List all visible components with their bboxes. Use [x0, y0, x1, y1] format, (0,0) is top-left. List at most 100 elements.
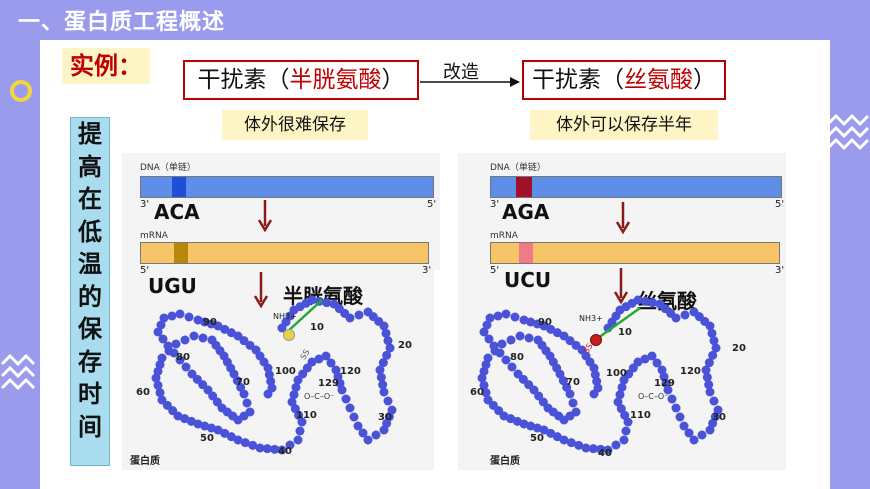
- protein-bead: [184, 312, 194, 322]
- protein-bead: [675, 412, 685, 422]
- protein-bead: [680, 310, 690, 320]
- right-mrna-codon: UCU: [504, 268, 552, 292]
- protein-bead: [603, 445, 613, 455]
- protein-bead: [657, 365, 667, 375]
- protein-bead: [589, 389, 599, 399]
- protein-bead: [371, 430, 381, 440]
- left-carboxyl: O–C–O⁻: [304, 392, 335, 401]
- protein-bead: [497, 339, 507, 349]
- left-translate-arrow-icon: [253, 272, 269, 309]
- protein-bead: [701, 365, 711, 375]
- right-transcribe-arrow-icon: [615, 202, 631, 235]
- protein-bead: [379, 321, 389, 331]
- protein-bead: [326, 358, 336, 368]
- left-highlight-residue: [283, 329, 295, 341]
- right-mrna-codon-mark: [519, 243, 533, 263]
- protein-bead: [379, 387, 389, 397]
- right-pointer-line: [597, 306, 641, 340]
- protein-bead: [671, 403, 681, 413]
- left-num-30: 30: [378, 412, 392, 423]
- protein-bead: [539, 321, 549, 331]
- protein-bead: [358, 428, 368, 438]
- right-protein-label: 蛋白质: [490, 456, 520, 467]
- protein-bead: [709, 336, 719, 346]
- left-mrna-codon-mark: [174, 243, 188, 263]
- vertical-char: 在: [78, 185, 102, 213]
- protein-bead: [611, 440, 621, 450]
- protein-bead: [615, 390, 625, 400]
- protein-bead: [255, 443, 265, 453]
- protein-bead: [287, 397, 297, 407]
- protein-bead: [483, 353, 493, 363]
- right-box-highlight: 丝氨酸: [624, 67, 693, 93]
- protein-bead: [483, 395, 493, 405]
- protein-bead: [233, 435, 243, 445]
- decor-zigzag-left: [0, 353, 36, 391]
- protein-bead: [295, 426, 305, 436]
- left-dna-3prime: 3': [140, 199, 150, 210]
- decor-zigzag-right: [826, 113, 870, 151]
- right-num-90: 90: [538, 317, 552, 328]
- protein-bead: [345, 313, 355, 323]
- protein-bead: [489, 341, 499, 351]
- protein-bead: [616, 404, 626, 414]
- left-mrna-strand: [140, 242, 429, 264]
- protein-bead: [495, 348, 505, 358]
- protein-bead: [515, 331, 525, 341]
- protein-bead: [501, 309, 511, 319]
- protein-bead: [705, 425, 715, 435]
- protein-bead: [354, 310, 364, 320]
- right-dna-codon: AGA: [502, 200, 550, 224]
- right-dna-codon-mark: [516, 177, 532, 197]
- protein-bead: [562, 382, 572, 392]
- protein-bead: [555, 369, 565, 379]
- vertical-char: 的: [78, 282, 102, 311]
- left-dna-strand: [140, 176, 434, 198]
- protein-bead: [552, 328, 562, 338]
- left-num-10: 10: [310, 322, 324, 333]
- right-note: 体外可以保存半年: [530, 110, 718, 140]
- protein-bead: [667, 394, 677, 404]
- protein-bead: [226, 328, 236, 338]
- protein-bead: [619, 375, 629, 385]
- protein-bead: [574, 440, 584, 450]
- vertical-char: 间: [78, 412, 102, 441]
- left-num-40: 40: [278, 446, 292, 457]
- protein-bead: [506, 335, 516, 345]
- left-box-prefix: 干扰素（: [197, 67, 290, 93]
- right-box-prefix: 干扰素（: [532, 67, 624, 93]
- protein-bead: [353, 421, 363, 431]
- right-num-30: 30: [712, 412, 726, 423]
- protein-bead: [153, 327, 163, 337]
- left-num-70: 70: [236, 377, 250, 388]
- vertical-caption: 提 高 在 低 温 的 保 存 时 间: [70, 117, 110, 466]
- right-mrna-5prime: 5': [490, 265, 500, 276]
- page-title: 一、蛋白质工程概述: [18, 10, 226, 35]
- protein-bead: [482, 320, 492, 330]
- right-dna-strand: [490, 176, 782, 198]
- right-highlight-residue: [590, 334, 602, 346]
- protein-bead: [613, 397, 623, 407]
- protein-bead: [617, 382, 627, 392]
- right-dna-5prime: 5': [775, 199, 785, 210]
- protein-bead: [277, 445, 287, 455]
- right-num-120: 120: [680, 366, 701, 377]
- protein-bead: [322, 298, 332, 308]
- right-protein-chain: [477, 295, 723, 455]
- protein-bead: [546, 324, 556, 334]
- left-dna-codon-mark: [172, 177, 186, 197]
- protein-bead: [596, 444, 606, 454]
- protein-bead: [510, 312, 520, 322]
- protein-bead: [169, 348, 179, 358]
- protein-bead: [501, 355, 511, 365]
- left-num-110: 110: [296, 410, 317, 421]
- protein-bead: [266, 376, 276, 386]
- right-mrna-3prime: 3': [775, 265, 785, 276]
- protein-bead: [240, 438, 250, 448]
- protein-bead: [565, 389, 575, 399]
- protein-bead: [378, 380, 388, 390]
- protein-bead: [153, 380, 163, 390]
- protein-bead: [648, 298, 658, 308]
- protein-bead: [236, 382, 246, 392]
- protein-bead: [242, 398, 252, 408]
